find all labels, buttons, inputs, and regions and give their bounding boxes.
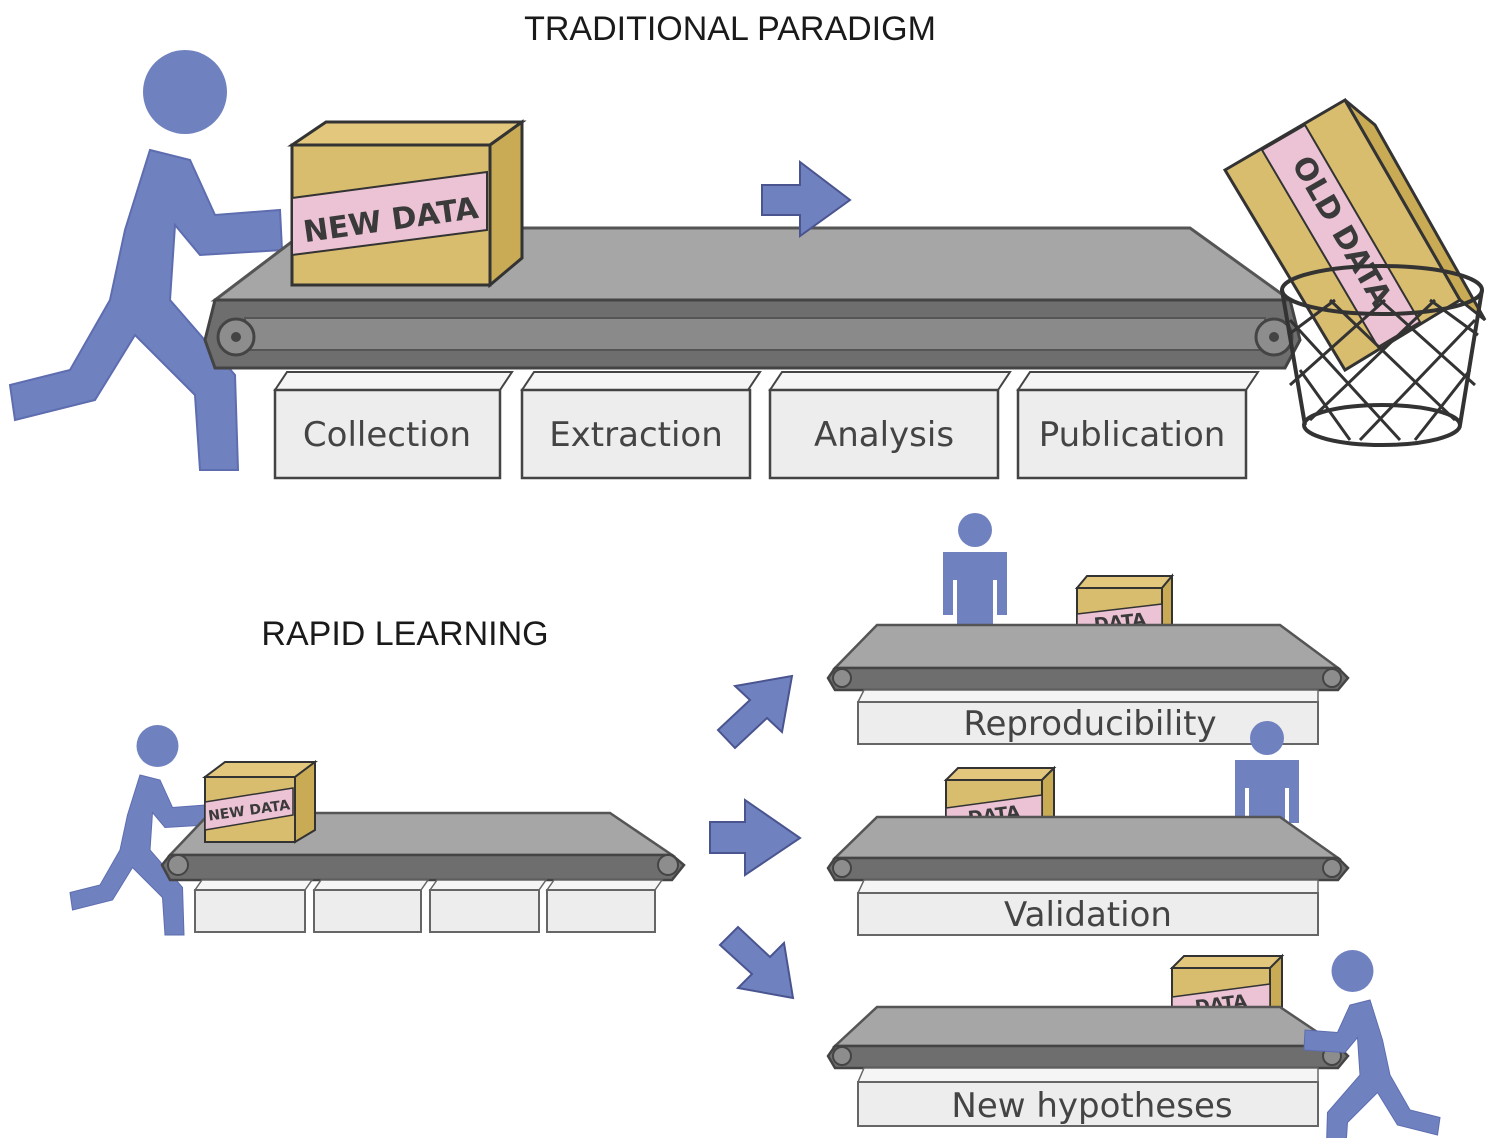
stage-block-blank bbox=[428, 879, 548, 933]
stage-block-blank bbox=[312, 879, 430, 933]
outcome-label: New hypotheses bbox=[951, 1086, 1232, 1126]
person-pushing-icon bbox=[1303, 949, 1441, 1138]
arrow-right-icon bbox=[709, 798, 802, 877]
stage-label: Publication bbox=[1039, 415, 1226, 455]
new-data-box: NEW DATA bbox=[202, 760, 318, 844]
stage-label: Collection bbox=[303, 415, 471, 455]
outcome-new-hypotheses: DATA New hypotheses bbox=[826, 949, 1441, 1138]
new-data-box: NEW DATA bbox=[287, 119, 527, 289]
stage-block-analysis: Analysis bbox=[768, 371, 1012, 480]
old-data-box: OLD DATA bbox=[1222, 97, 1487, 373]
stage-block-collection: Collection bbox=[273, 371, 514, 480]
arrow-up-right-icon bbox=[716, 674, 794, 750]
conveyor-belt-rapid bbox=[160, 811, 686, 882]
arrow-down-right-icon bbox=[718, 925, 795, 1000]
outcome-label: Reproducibility bbox=[963, 704, 1216, 744]
direction-arrow-icon bbox=[761, 159, 852, 238]
stage-block-extraction: Extraction bbox=[520, 371, 762, 480]
outcome-reproducibility: DATA Reproducibility bbox=[826, 513, 1350, 745]
traditional-title: TRADITIONAL PARADIGM bbox=[524, 10, 936, 48]
person-pushing-icon bbox=[9, 49, 283, 471]
person-standing-icon bbox=[943, 513, 1007, 630]
stage-block-blank bbox=[193, 879, 314, 933]
person-pushing-icon bbox=[69, 724, 207, 936]
stage-block-publication: Publication bbox=[1016, 371, 1260, 480]
outcome-validation: DATA Validation bbox=[826, 721, 1350, 936]
wastebasket-icon: OLD DATA bbox=[1222, 97, 1487, 447]
stage-label: Analysis bbox=[814, 415, 954, 455]
rapid-learning-title: RAPID LEARNING bbox=[261, 615, 548, 653]
stage-label: Extraction bbox=[549, 415, 723, 455]
outcome-label: Validation bbox=[1004, 895, 1172, 935]
stage-block-blank bbox=[545, 879, 664, 933]
